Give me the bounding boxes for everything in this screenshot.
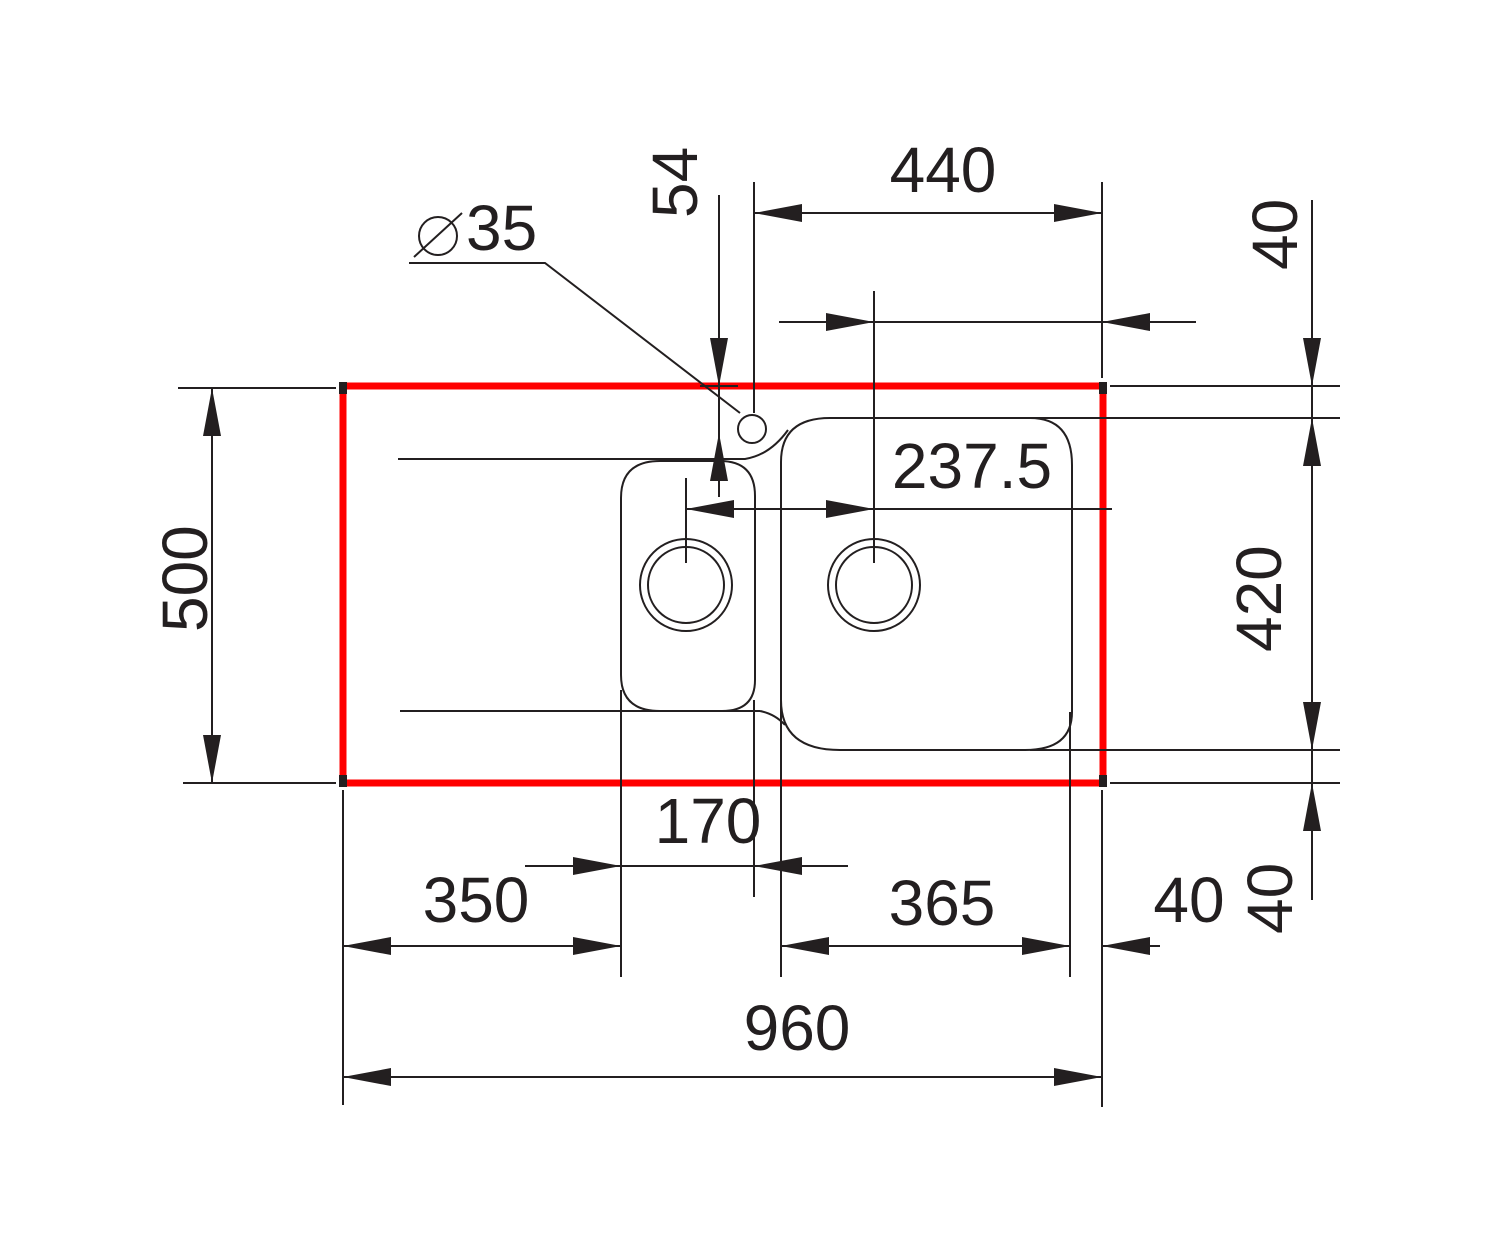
top-margin-label: 40 (1239, 199, 1311, 270)
dimension-large-bowl-width: 365 (780, 700, 1071, 977)
drainer-width-label: 350 (423, 864, 530, 936)
small-bowl-outline (620, 460, 756, 712)
dimension-small-bowl-width: 170 (525, 690, 848, 977)
cutout-corners (339, 382, 1107, 787)
bowl-to-edge-label: 440 (890, 134, 997, 206)
large-bowl-width-label: 365 (889, 867, 996, 939)
overall-depth-label: 500 (149, 525, 221, 632)
dimension-overall-width: 960 (343, 992, 1102, 1086)
bowl-depth-label: 420 (1223, 545, 1295, 652)
large-bowl-outline (780, 417, 1073, 751)
drainer-line-bottom-curve (759, 710, 786, 726)
tap-hole-offset-label: 54 (639, 147, 711, 218)
dimension-bowl-to-edge: 440 (753, 134, 1103, 413)
right-margin-label: 40 (1153, 864, 1224, 936)
bottom-margin-label: 40 (1234, 863, 1306, 934)
diameter-icon (413, 212, 463, 258)
tap-hole-diameter-label: 35 (466, 192, 537, 264)
dimension-right-margin: 40 (1101, 790, 1225, 1107)
overall-width-label: 960 (744, 992, 851, 1064)
bowl-center-offset-label: 237.5 (892, 430, 1052, 502)
drainer-line-top-curve (720, 429, 789, 460)
dimension-bowl-center-offset: 237.5 (685, 291, 1196, 563)
dimension-tap-hole-offset: 54 (639, 147, 738, 497)
dimension-tap-hole-diameter: 35 (409, 192, 741, 414)
tap-hole (737, 414, 767, 444)
dimension-right-vertical: 40 420 40 (1030, 199, 1340, 934)
dimension-drainer-width: 350 (342, 790, 621, 1105)
dimension-overall-depth: 500 (149, 387, 336, 784)
small-bowl-width-label: 170 (655, 785, 762, 857)
